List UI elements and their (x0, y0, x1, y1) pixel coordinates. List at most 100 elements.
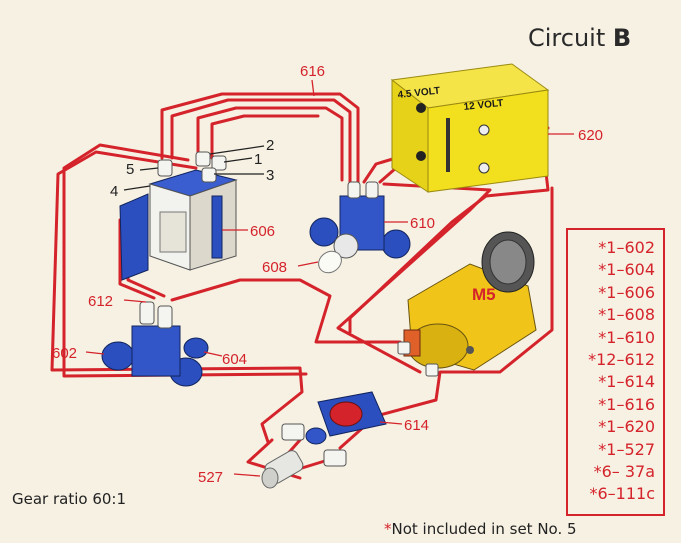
leader-527 (233, 473, 261, 477)
parts-list-item: *1–616 (598, 394, 655, 414)
black-leader-lines (123, 145, 265, 191)
callout-610: 610 (410, 215, 435, 232)
parts-list-item: *1–602 (598, 238, 655, 257)
parts-list-item: *12–612 (588, 350, 655, 370)
relay-terminal-1 (211, 155, 227, 171)
circuit-title: Circuit B (528, 24, 631, 52)
block-body (131, 325, 181, 377)
callout-5: 5 (126, 161, 134, 178)
parts-list-item: *1–604 (598, 260, 655, 280)
lamp-holder-610 (309, 181, 411, 274)
parts-list-item: *1–620 (598, 417, 655, 437)
relay-base-plate (119, 193, 149, 281)
relay-terminal-5 (157, 159, 173, 177)
battery-terminal-b (416, 151, 426, 161)
parts-list: *1–602 *1–604 *1–606 *1–608 *1–610 *12–6… (568, 230, 663, 506)
parts-list-item: *1–527 (598, 439, 655, 459)
parts-list-item: *6–111c (589, 484, 655, 504)
terminal-block-602 (101, 301, 209, 387)
relay-terminal-3 (201, 167, 217, 183)
wire-602-motor (170, 278, 402, 344)
lamp-socket (333, 233, 359, 259)
leader-616 (311, 79, 315, 97)
block-terminal-b (157, 305, 173, 329)
callout-2: 2 (266, 137, 274, 154)
callout-606: 606 (250, 223, 275, 240)
relay-coil (159, 211, 187, 253)
battery-620: 4.5 VOLT 12 VOLT (390, 63, 550, 193)
parts-list-item: *1–614 (598, 372, 655, 392)
wire-top-b (210, 114, 320, 160)
leader-5 (139, 167, 159, 171)
block-terminal-a (139, 301, 155, 325)
parts-list-item: *1–608 (598, 305, 655, 325)
block-flange-left (101, 341, 135, 371)
leader-608 (297, 261, 319, 267)
motor-m5: M5 (397, 231, 537, 377)
wire-top-a (196, 106, 344, 182)
callout-612: 612 (88, 293, 113, 310)
switch-button (329, 401, 363, 427)
callout-620: 620 (578, 127, 603, 144)
relay-terminal-2 (195, 151, 211, 167)
battery-side (427, 89, 549, 193)
footnote-marker: * (384, 520, 392, 538)
relay-bracket (211, 195, 223, 259)
leader-612 (123, 299, 147, 303)
switch-post (305, 427, 327, 445)
wire-606-612 (118, 218, 156, 300)
battery-label-right: 12 VOLT (463, 98, 504, 113)
leader-2 (209, 145, 265, 155)
battery-terminal-c (478, 124, 490, 136)
circuit-title-prefix: Circuit (528, 24, 606, 52)
leader-604 (203, 351, 223, 357)
footnote-text: Not included in set No. 5 (391, 520, 577, 538)
switch-614 (281, 391, 387, 467)
block-604-boss (183, 337, 209, 359)
parts-list-item: *1–610 (598, 327, 655, 347)
callout-4: 4 (110, 183, 118, 200)
leader-1 (223, 157, 253, 163)
motor-label: M5 (472, 285, 496, 304)
lamp-holder-flange-right (381, 229, 411, 259)
battery-terminal-d (478, 162, 490, 174)
relay-606 (119, 151, 238, 281)
callout-614: 614 (404, 417, 429, 434)
parts-list-item: *1–606 (598, 282, 655, 302)
motor-gear-dots (466, 346, 474, 354)
callout-3: 3 (266, 167, 274, 184)
lamp-holder-flange-left (309, 217, 339, 247)
callout-602: 602 (52, 345, 77, 362)
motor-terminal-a (397, 341, 411, 355)
plug-527 (261, 450, 304, 489)
leader-614 (379, 421, 403, 425)
leader-4 (123, 185, 151, 191)
leader-lines (85, 79, 574, 477)
footnote: *Not included in set No. 5 (384, 520, 577, 538)
circuit-title-letter: B (612, 24, 632, 52)
callout-616: 616 (300, 63, 325, 80)
gear-ratio-text: Gear ratio 60:1 (12, 490, 127, 508)
leader-602 (85, 351, 105, 355)
wire-616-outer (160, 92, 360, 184)
battery-slot (446, 118, 450, 172)
motor-end-cap-inner (489, 239, 527, 285)
parts-list-box: *1–602 *1–604 *1–606 *1–608 *1–610 *12–6… (566, 228, 665, 516)
callout-604: 604 (222, 351, 247, 368)
callout-608: 608 (262, 259, 287, 276)
battery-terminal-a (416, 103, 426, 113)
parts-list-item: *6– 37a (593, 462, 655, 482)
callout-527: 527 (198, 469, 223, 486)
lamp-holder-terminal-b (365, 181, 379, 199)
battery-label-left: 4.5 VOLT (397, 86, 441, 101)
plug-end (261, 467, 279, 489)
wire-616-inner (170, 98, 352, 184)
callout-numbers: 616 620 2 1 3 5 4 606 610 608 612 602 60… (52, 63, 603, 486)
switch-terminal-a (281, 423, 305, 441)
callout-1: 1 (254, 151, 262, 168)
motor-terminal-b (425, 363, 439, 377)
lamp-holder-terminal-a (347, 181, 361, 199)
lamp-bulb-608 (318, 250, 342, 274)
switch-terminal-b (323, 449, 347, 467)
